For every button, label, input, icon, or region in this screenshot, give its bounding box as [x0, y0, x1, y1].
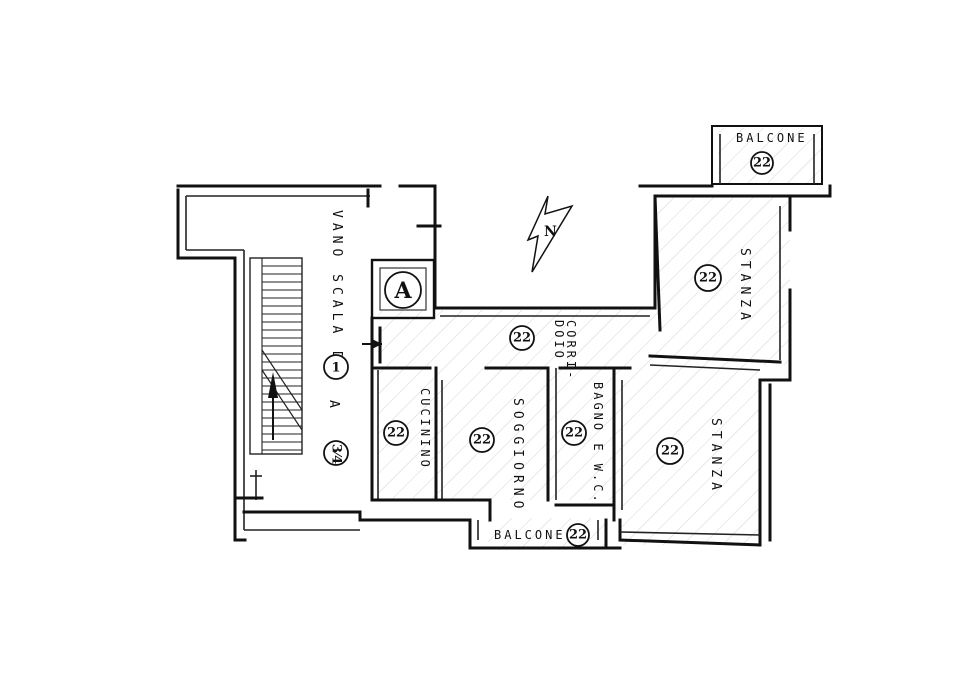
north-arrow-icon: N	[526, 195, 574, 273]
room-label-cucinino: CUCININO	[418, 388, 432, 470]
badge-bagno: 22	[565, 426, 583, 441]
room-balcone-top: BALCONE 22	[736, 131, 808, 175]
staircase	[249, 257, 303, 455]
shaft-box: A	[370, 258, 436, 320]
room-balcone-bottom: BALCONE 22	[494, 523, 590, 547]
room-label-stanza-top: STANZA	[737, 248, 752, 325]
shaft-a-icon: A	[393, 278, 412, 304]
badge-balcone-top: 22	[753, 156, 771, 171]
badge-stanza-bottom: 22	[661, 444, 679, 459]
room-cucinino: CUCININO 22	[383, 388, 432, 470]
floor-to-number: 3⁄4	[329, 444, 344, 464]
room-label-balcone-top: BALCONE	[736, 131, 808, 145]
stair-a-label: A	[326, 400, 341, 413]
badge-cucinino: 22	[387, 426, 405, 441]
floor-from-badge	[323, 354, 349, 380]
stair-hall-label: VANO SCALA DA 1 A 3⁄4	[323, 210, 349, 466]
badge-balcone-bottom: 22	[569, 528, 587, 543]
apartment-hatching	[378, 128, 822, 550]
badge-corridoio: 22	[513, 331, 531, 346]
stair-direction-arrow-icon	[268, 372, 278, 398]
floor-from-number: 1	[331, 361, 340, 376]
stair-hall-walls	[176, 184, 472, 542]
room-label-soggiorno: SOGGIORNO	[510, 398, 525, 513]
apartment-walls	[370, 125, 832, 550]
room-stanza-top: STANZA 22	[694, 248, 752, 325]
room-label-corridoio-1: CORRI-	[564, 320, 578, 381]
room-label-bagno: BAGNO E W.C.	[591, 382, 605, 505]
room-label-stanza-bottom: STANZA	[708, 418, 723, 495]
floor-to-badge	[323, 440, 349, 466]
badge-stanza-top: 22	[699, 271, 717, 286]
room-label-corridoio-2: DOIO	[552, 320, 566, 361]
room-label-balcone-bottom: BALCONE	[494, 528, 566, 542]
room-soggiorno: SOGGIORNO 22	[469, 398, 525, 513]
room-bagno: 22 BAGNO E W.C.	[561, 382, 605, 505]
room-corridoio: 22 CORRI- DOIO	[509, 320, 578, 381]
stair-label: VANO SCALA DA	[329, 210, 344, 377]
badge-soggiorno: 22	[473, 433, 491, 448]
room-stanza-bottom: 22 STANZA	[656, 418, 723, 495]
north-label: N	[544, 224, 557, 240]
